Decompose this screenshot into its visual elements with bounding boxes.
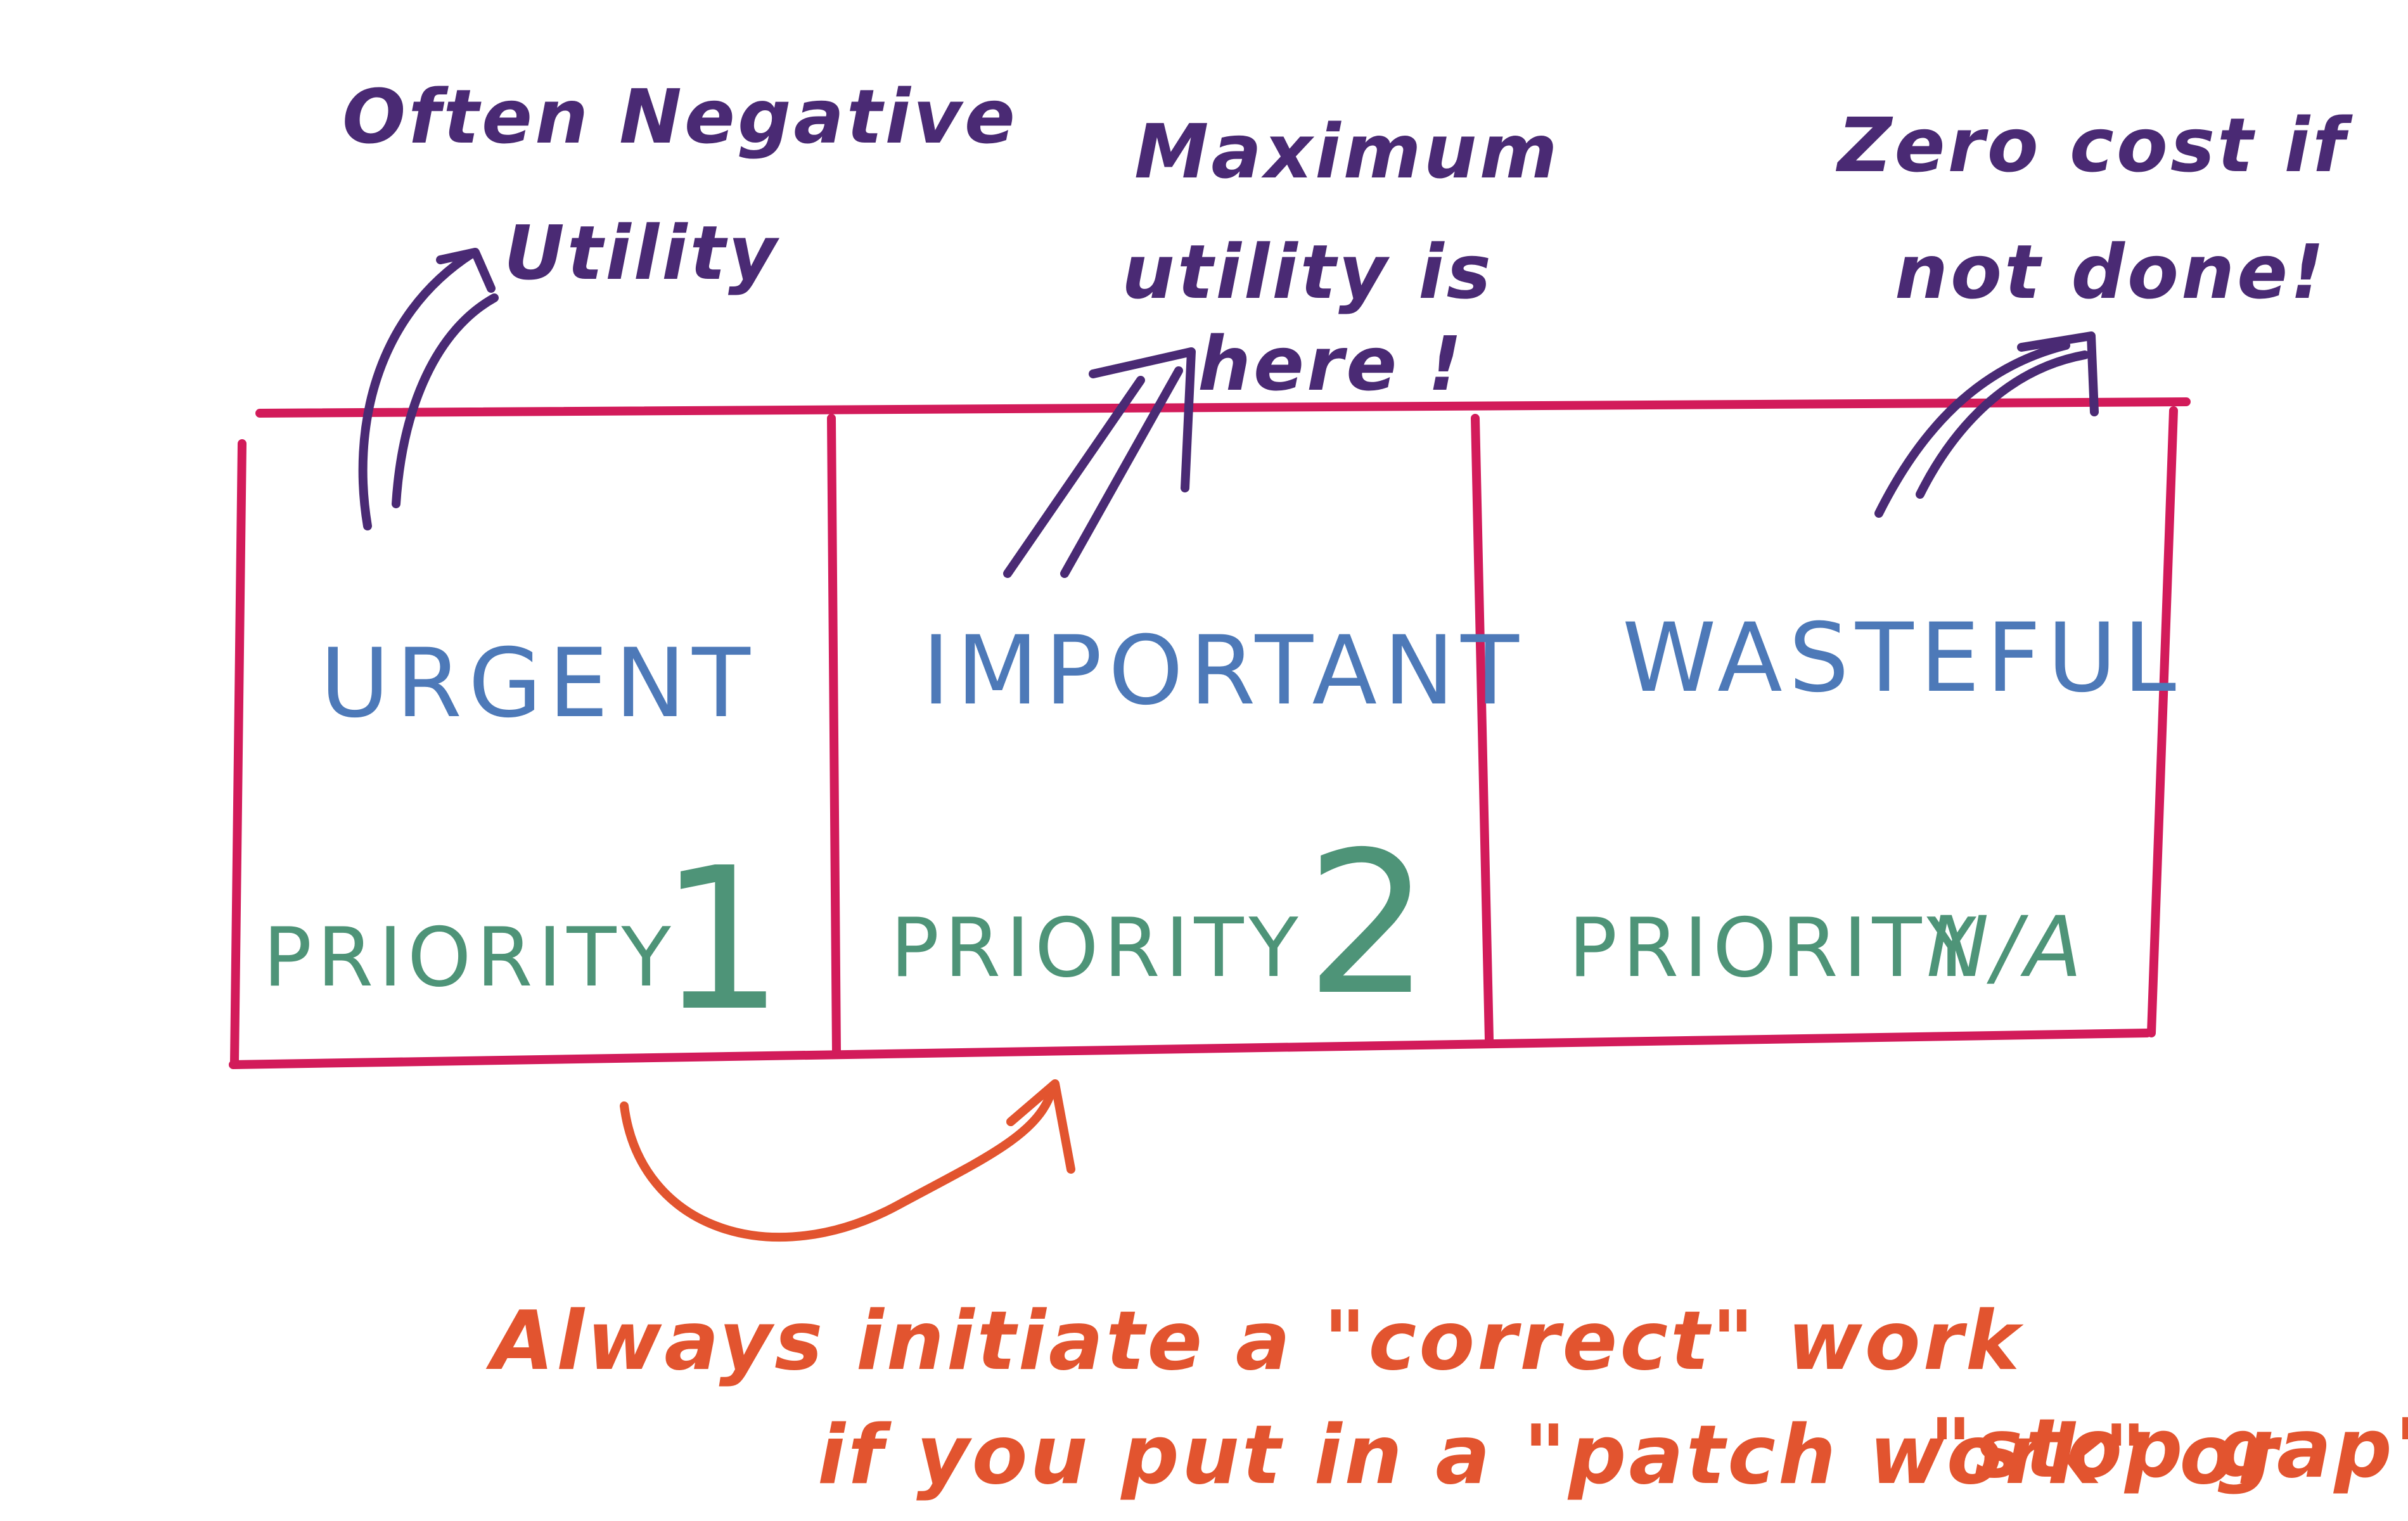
frame-right-line (2147, 406, 2178, 1037)
important-note-line-3: here ! (1198, 320, 1464, 408)
frame-bottom-line (229, 1029, 2151, 1069)
priority-value-urgent: 1 (659, 826, 786, 1055)
bottom-note-line-3: "stop gap" (1930, 1402, 2408, 1496)
important-arrow-icon (1003, 376, 1145, 578)
frame-left-line (230, 439, 247, 1067)
frame-divider-2 (1471, 414, 1494, 1044)
urgent-note-line-2: Utility (504, 209, 780, 297)
annotation-arrows (358, 248, 2099, 578)
box-urgent: URGENT PRIORITY 1 (263, 629, 786, 1055)
priority-table-frame (229, 397, 2191, 1069)
urgent-arrow-head-icon (436, 248, 496, 293)
urgent-annotation: Often Negative Utility (342, 73, 1018, 297)
curved-arrow-icon (620, 1086, 1056, 1242)
bottom-note: Always initiate a "correct" work if you … (485, 1294, 2408, 1503)
urgent-arrow-trail-icon (392, 293, 499, 508)
curved-arrow-head-icon (1006, 1079, 1075, 1174)
urgent-note-line-1: Often Negative (342, 73, 1018, 160)
wasteful-note-line-1: Zero cost if (1835, 101, 2353, 189)
box-important: IMPORTANT PRIORITY 2 (890, 616, 1525, 1039)
important-annotation: Maximum utility is here ! (1122, 108, 1560, 408)
important-note-line-2: utility is (1122, 228, 1494, 316)
urgent-arrow-icon (358, 249, 477, 530)
priority-label-wasteful: PRIORITY (1568, 901, 1982, 996)
wasteful-arrow-head-icon (2017, 331, 2099, 416)
box-wasteful: WASTEFUL PRIORITY N/A (1568, 603, 2182, 996)
category-wasteful: WASTEFUL (1622, 603, 2182, 714)
category-important: IMPORTANT (922, 616, 1525, 726)
important-note-line-1: Maximum (1134, 108, 1560, 195)
bottom-note-line-2: if you put in a "patch work" or (817, 1408, 2282, 1503)
priority-value-wasteful: N/A (1926, 899, 2086, 996)
category-urgent: URGENT (320, 629, 757, 739)
wasteful-note-line-2: not done! (1895, 228, 2327, 316)
priority-label-important: PRIORITY (890, 901, 1303, 996)
wasteful-arrow-icon (1874, 341, 2070, 518)
priority-value-important: 2 (1305, 810, 1433, 1039)
important-arrow-head-icon (1089, 347, 1196, 492)
frame-top-line (255, 397, 2191, 418)
wasteful-annotation: Zero cost if not done! (1835, 101, 2353, 316)
important-arrow-icon-2 (1060, 366, 1183, 578)
frame-divider-1 (827, 414, 841, 1056)
wasteful-arrow-icon-2 (1916, 350, 2089, 499)
priority-label-urgent: PRIORITY (263, 911, 676, 1005)
urgent-to-important-arrow (620, 1079, 1075, 1242)
bottom-note-line-1: Always initiate a "correct" work (485, 1294, 2024, 1389)
